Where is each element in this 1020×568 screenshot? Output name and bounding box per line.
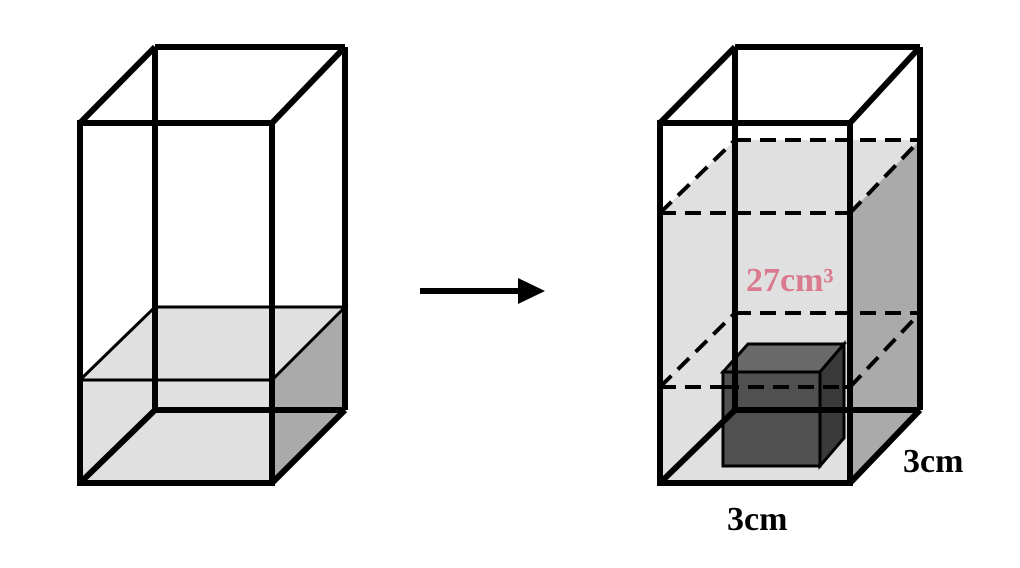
width-label: 3cm (727, 501, 787, 538)
right-box-edges (657, 44, 923, 486)
volume-label: 27cm³ (746, 262, 834, 299)
new-water-level-dashed (658, 138, 922, 215)
left-box-edges (77, 44, 348, 486)
cube-block (719, 339, 848, 471)
depth-label: 3cm (903, 443, 963, 480)
right-container: 27cm³ 3cm 3cm (657, 44, 963, 538)
arrow-right-icon (420, 278, 545, 304)
right-water-top (660, 140, 920, 213)
left-container (77, 44, 349, 486)
left-water-front (80, 380, 272, 483)
left-water-side (272, 307, 345, 483)
left-water-top (80, 307, 345, 380)
